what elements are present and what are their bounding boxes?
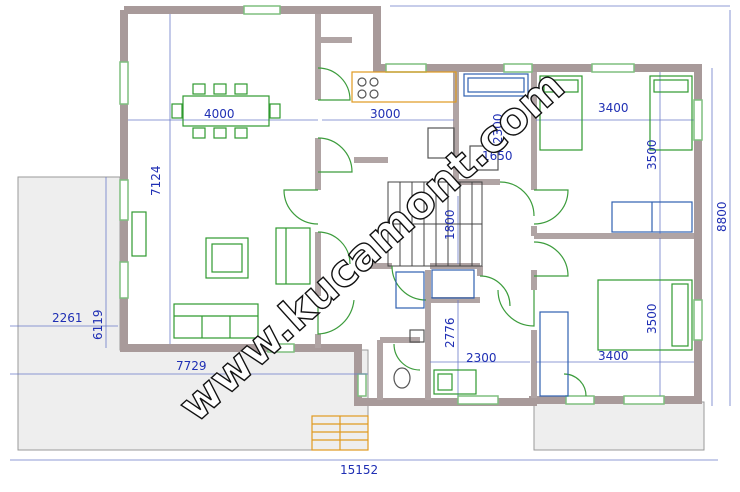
dimension-lines <box>10 5 731 461</box>
dim-bedroom2-width: 3400 <box>598 349 629 363</box>
dim-total-width: 15152 <box>340 463 378 477</box>
dim-bath-a: 2300 <box>491 113 505 144</box>
windows <box>119 5 703 405</box>
room-dimensions: 4000 7124 3000 2300 1650 1800 3400 3500 … <box>149 101 659 365</box>
staircase <box>387 181 483 267</box>
dim-living-height: 7124 <box>149 165 163 196</box>
dim-small-room-height: 2776 <box>443 317 457 348</box>
dim-bedroom2-height: 3500 <box>645 303 659 334</box>
dim-bath-b: 1650 <box>482 149 513 163</box>
dim-kitchen: 3000 <box>370 107 401 121</box>
dim-bedroom1-width: 3400 <box>598 101 629 115</box>
dim-terrace-depth: 2261 <box>52 311 83 325</box>
furniture <box>131 71 693 451</box>
dim-left-width: 7729 <box>176 359 207 373</box>
dim-living-width: 4000 <box>204 107 235 121</box>
dim-stair: 1800 <box>443 209 457 240</box>
doors <box>283 67 587 397</box>
dim-left-height: 6119 <box>91 309 105 340</box>
overall-dimensions: 8800 6119 2261 7729 15152 <box>52 201 729 477</box>
dim-bedroom1-height: 3500 <box>645 139 659 170</box>
terrace-right <box>533 401 705 451</box>
dim-small-room-width: 2300 <box>466 351 497 365</box>
dim-total-depth: 8800 <box>715 201 729 232</box>
